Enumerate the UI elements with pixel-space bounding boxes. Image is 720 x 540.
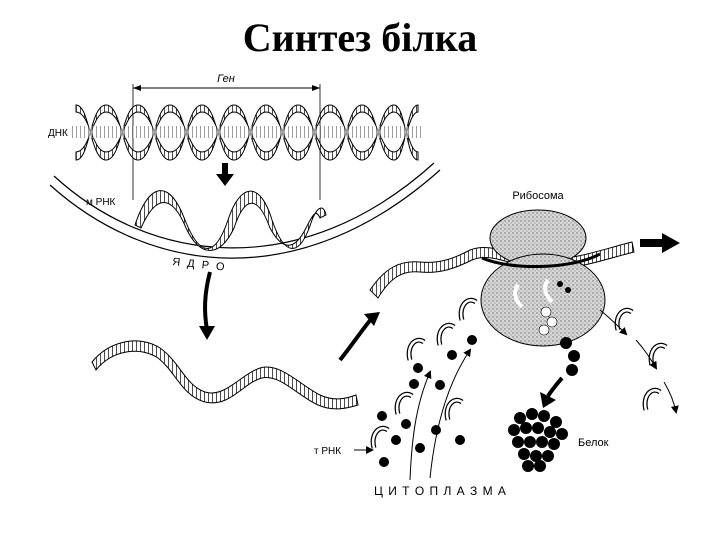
ribosome (480, 209, 606, 347)
ribosome-label: Рибосома (512, 190, 564, 202)
dna-label: ДНК (48, 128, 68, 139)
mrna-strand-cytoplasm (91, 340, 359, 410)
nucleus-label: Я Д Р О (172, 256, 227, 274)
dna-double-helix (70, 104, 422, 161)
trna-flow-arrows (354, 309, 679, 481)
transport-arrow (338, 312, 380, 362)
export-arrow (199, 271, 215, 340)
nucleus-envelope (49, 162, 441, 259)
mrna-strand-nucleus (134, 190, 327, 251)
protein-label: Белок (578, 437, 609, 449)
mrna-label: м РНК (86, 197, 116, 208)
gene-bracket (132, 84, 321, 200)
transcription-arrow (216, 163, 234, 186)
amino-acids (377, 335, 477, 467)
direction-arrow (640, 233, 680, 253)
gene-label: Ген (217, 73, 235, 85)
slide-title: Синтез білка (242, 15, 478, 60)
polypeptide-chain (560, 337, 580, 376)
protein-cluster (508, 408, 568, 472)
cytoplasm-label: Ц И Т О П Л А З М А (374, 484, 507, 498)
trna-label: т РНК (314, 446, 341, 457)
folding-arrow (540, 376, 564, 408)
